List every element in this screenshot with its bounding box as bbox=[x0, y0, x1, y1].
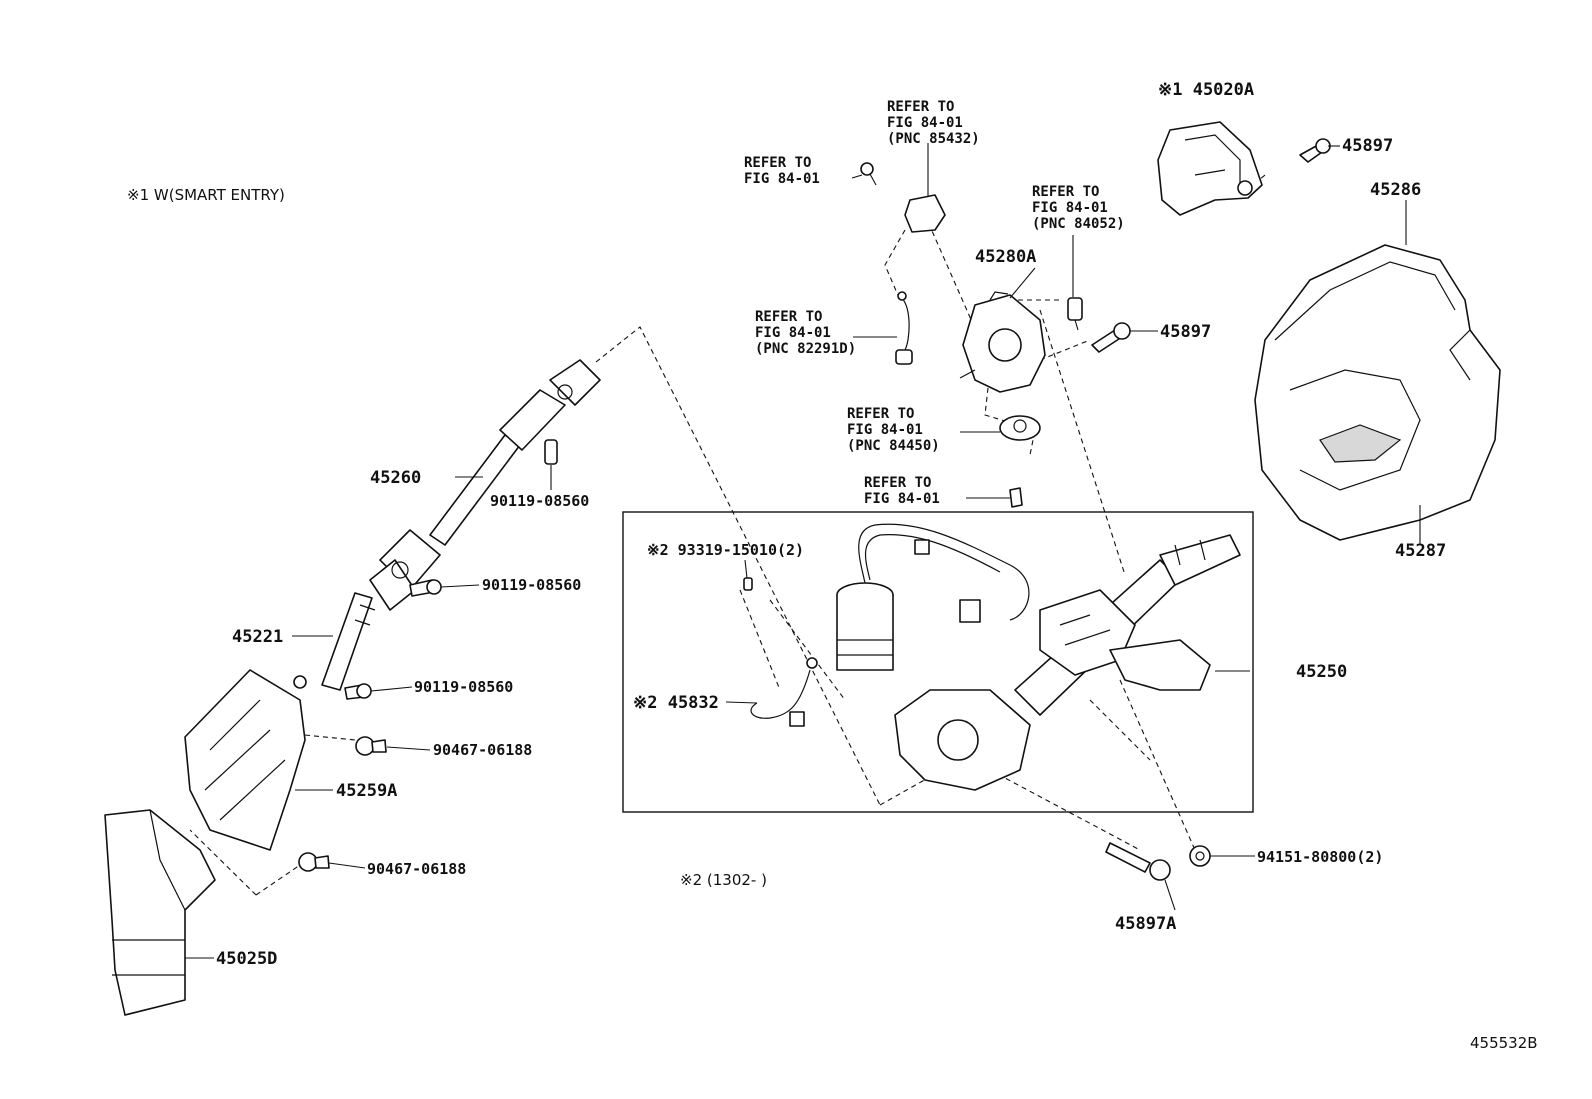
harness-82291D-shape bbox=[895, 291, 913, 365]
refer-84450-line2: FIG 84-01 bbox=[847, 422, 923, 438]
part-45020A-shape bbox=[1157, 121, 1263, 216]
sensor-84450-shape bbox=[999, 415, 1041, 441]
bolt-90119-a-shape bbox=[544, 439, 558, 465]
refer-82291D-line3: (PNC 82291D) bbox=[755, 341, 856, 357]
bolt-45897-top-shape bbox=[1299, 138, 1331, 163]
refer-fig-a-line1: REFER TO bbox=[744, 155, 811, 171]
label-45221: 45221 bbox=[232, 627, 283, 647]
refer-84450-line1: REFER TO bbox=[847, 406, 914, 422]
assembly-box-45250 bbox=[622, 511, 1254, 813]
part-45280A-shape bbox=[959, 291, 1046, 393]
bolt-90119-c-shape bbox=[344, 683, 372, 700]
column-cover-shape bbox=[1254, 244, 1501, 541]
refer-fig-b-line1: REFER TO bbox=[864, 475, 931, 491]
refer-fig-b: REFER TO FIG 84-01 bbox=[864, 475, 940, 507]
bolt-45897A-shape bbox=[1105, 842, 1171, 881]
date-range-note: ※2 (1302- ) bbox=[680, 871, 767, 889]
part-45221-shape bbox=[293, 592, 376, 691]
refer-fig-b-line2: FIG 84-01 bbox=[864, 491, 940, 507]
screw-93319-shape bbox=[743, 577, 753, 591]
bolt-45897-mid-shape bbox=[1091, 322, 1131, 353]
label-90119-c: 90119-08560 bbox=[414, 678, 513, 696]
label-45897-mid: 45897 bbox=[1160, 322, 1211, 342]
label-45020A: ※1 45020A bbox=[1158, 80, 1254, 100]
switch-85432-shape bbox=[860, 162, 946, 233]
leader-lines bbox=[185, 143, 1421, 959]
label-45250: 45250 bbox=[1296, 662, 1347, 682]
part-45250-shape bbox=[836, 523, 1241, 791]
smart-entry-note: ※1 W(SMART ENTRY) bbox=[127, 186, 285, 204]
refer-84450-line3: (PNC 84450) bbox=[847, 438, 940, 454]
label-90119-b: 90119-08560 bbox=[482, 576, 581, 594]
refer-fig-a-line2: FIG 84-01 bbox=[744, 171, 820, 187]
refer-85432-line2: FIG 84-01 bbox=[887, 115, 963, 131]
clip-90467-a-shape bbox=[355, 736, 387, 756]
refer-fig-a: REFER TO FIG 84-01 bbox=[744, 155, 820, 187]
assembly-guide-lines bbox=[189, 174, 1266, 896]
label-90467-a: 90467-06188 bbox=[433, 741, 532, 759]
label-45286: 45286 bbox=[1370, 180, 1421, 200]
refer-84052-line3: (PNC 84052) bbox=[1032, 216, 1125, 232]
refer-84052: REFER TO FIG 84-01 (PNC 84052) bbox=[1032, 184, 1125, 232]
label-94151: 94151-80800(2) bbox=[1257, 848, 1383, 866]
refer-85432: REFER TO FIG 84-01 (PNC 85432) bbox=[887, 99, 980, 147]
label-45897A: 45897A bbox=[1115, 914, 1176, 934]
refer-82291D: REFER TO FIG 84-01 (PNC 82291D) bbox=[755, 309, 856, 357]
label-45897-top: 45897 bbox=[1342, 136, 1393, 156]
screw-fig-84-01-shape bbox=[1009, 487, 1023, 508]
label-45287: 45287 bbox=[1395, 541, 1446, 561]
clip-90467-b-shape bbox=[298, 852, 330, 872]
refer-82291D-line1: REFER TO bbox=[755, 309, 822, 325]
nut-94151-shape bbox=[1189, 845, 1211, 867]
label-93319: ※2 93319-15010(2) bbox=[647, 541, 804, 559]
part-45832-shape bbox=[750, 657, 818, 727]
part-45260-shape bbox=[369, 359, 601, 611]
label-45280A: 45280A bbox=[975, 247, 1036, 267]
label-90467-b: 90467-06188 bbox=[367, 860, 466, 878]
refer-84450: REFER TO FIG 84-01 (PNC 84450) bbox=[847, 406, 940, 454]
refer-84052-line2: FIG 84-01 bbox=[1032, 200, 1108, 216]
label-45025D: 45025D bbox=[216, 949, 277, 969]
refer-85432-line3: (PNC 85432) bbox=[887, 131, 980, 147]
refer-84052-line1: REFER TO bbox=[1032, 184, 1099, 200]
sensor-84052-shape bbox=[1067, 297, 1083, 331]
refer-85432-line1: REFER TO bbox=[887, 99, 954, 115]
figure-id: 455532B bbox=[1470, 1034, 1538, 1052]
label-45259A: 45259A bbox=[336, 781, 397, 801]
label-90119-a: 90119-08560 bbox=[490, 492, 589, 510]
label-45832: ※2 45832 bbox=[633, 693, 719, 713]
refer-82291D-line2: FIG 84-01 bbox=[755, 325, 831, 341]
part-45259A-shape bbox=[184, 669, 306, 851]
part-45025D-shape bbox=[104, 809, 216, 1016]
label-45260: 45260 bbox=[370, 468, 421, 488]
